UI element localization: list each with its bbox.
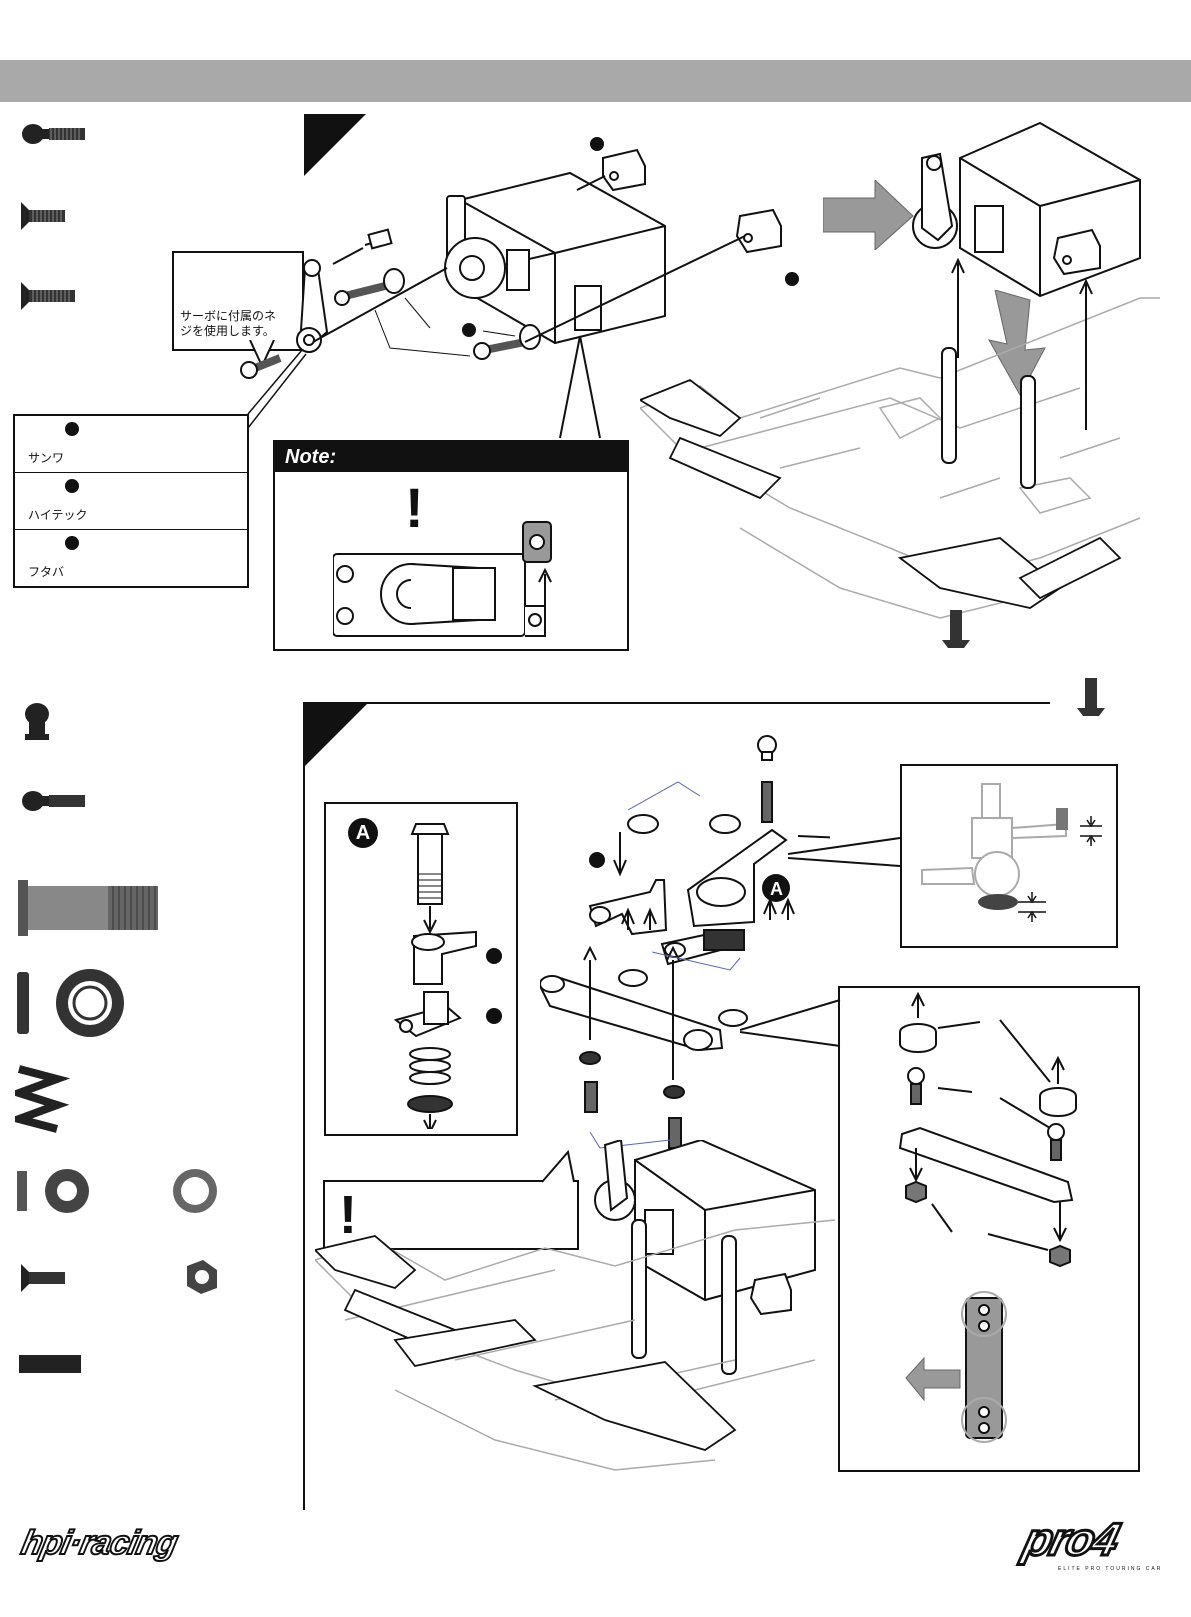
adjuster-nut-icon	[17, 969, 124, 1037]
bullet-icon	[65, 422, 79, 436]
steering-link-detail-panel	[838, 986, 1140, 1472]
bottom-screws	[942, 610, 1105, 716]
step2-marker	[305, 704, 367, 766]
bullet-icon	[462, 323, 476, 337]
steering-link-drawing	[840, 988, 1138, 1470]
servo-row-futaba: フタバ	[15, 530, 247, 586]
servo-body	[445, 173, 665, 343]
servo-brand-table: サンワ ハイテック フタバ	[13, 414, 249, 588]
bullet-icon	[590, 137, 604, 151]
set-screw-icon	[19, 1355, 81, 1373]
servo-on-chassis	[595, 1140, 815, 1314]
hpi-racing-logo: hpi·racing	[18, 1524, 181, 1563]
ball-stud-icon	[25, 703, 49, 740]
detail-a-drawing	[356, 814, 506, 1129]
mounted-servo	[913, 123, 1140, 296]
ball-end-screw-icon	[22, 124, 85, 144]
detail-a-ref-label: A	[770, 879, 783, 899]
chassis-arms	[640, 380, 1120, 608]
threaded-tube-icon	[18, 880, 158, 936]
bullet-icon	[65, 536, 79, 550]
steering-assembly-diagram: A	[540, 730, 830, 1150]
parts-list-step2	[15, 700, 265, 1420]
brand-label: フタバ	[28, 563, 64, 580]
bullet-icon	[65, 479, 79, 493]
brand-label: ハイテック	[28, 506, 88, 523]
note-title: Note:	[275, 442, 627, 472]
header-bar	[0, 60, 1191, 102]
servo-horn	[297, 260, 327, 352]
servo-row-sanwa: サンワ	[15, 416, 247, 473]
zoom-detail-panel	[900, 764, 1118, 948]
note-box: Note: !	[273, 440, 629, 651]
brand-label: サンワ	[28, 449, 64, 466]
chassis-steering-diagram	[315, 1140, 845, 1510]
pro4-logo: pro4	[1018, 1512, 1123, 1566]
link-pointer	[740, 990, 850, 1050]
spring-icon	[19, 1069, 57, 1129]
flat-head-screw-icon	[21, 202, 65, 230]
flat-head-screw-long-icon	[21, 282, 75, 310]
screw-and-nut-icon	[21, 1260, 217, 1294]
servo-top-view	[333, 502, 613, 642]
zoom-pointer	[788, 820, 908, 880]
chassis-mount-diagram	[640, 118, 1170, 738]
column-divider	[303, 702, 305, 1510]
ball-end-screw-icon	[22, 791, 85, 811]
pro4-tagline: ELITE PRO TOURING CAR	[1058, 1566, 1162, 1572]
section-divider	[305, 702, 1050, 704]
detail-a-panel: A	[324, 802, 518, 1136]
servo-row-hitec: ハイテック	[15, 473, 247, 530]
bearing-icon	[17, 1169, 217, 1213]
parts-list-step1	[15, 118, 90, 318]
ball-height-drawing	[902, 766, 1116, 946]
